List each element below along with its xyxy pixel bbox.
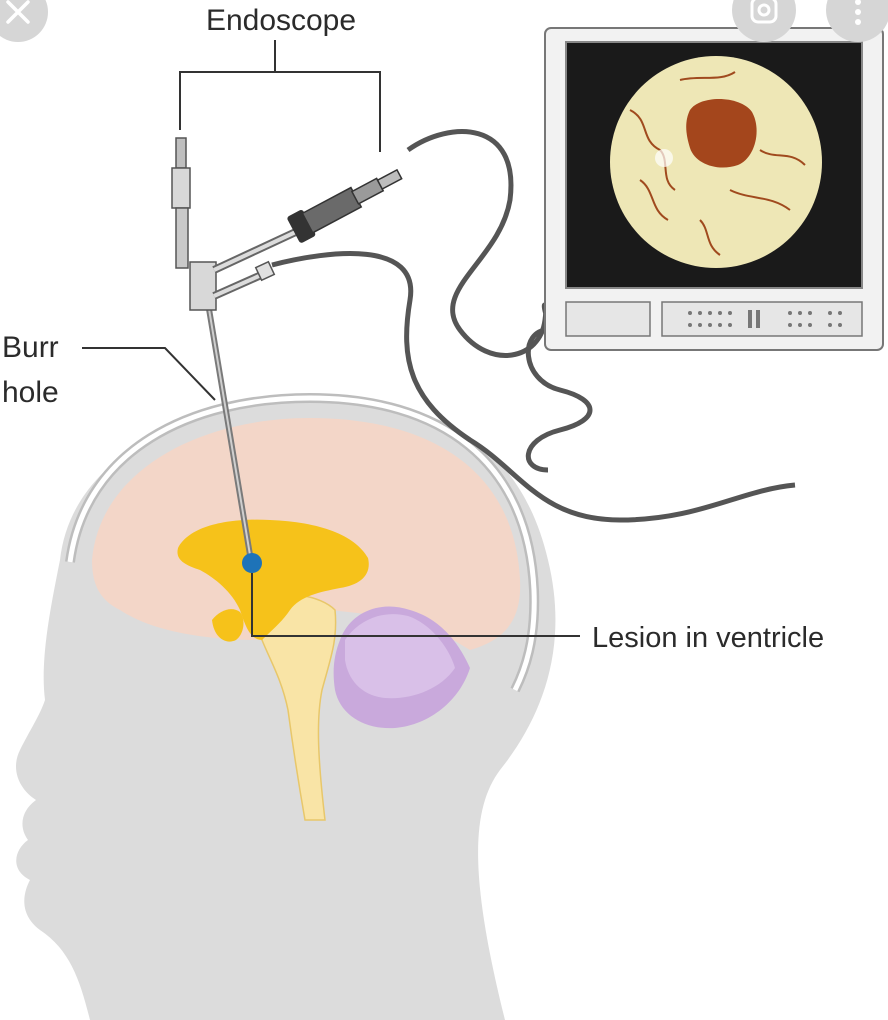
endoscope-body <box>171 137 403 311</box>
brainstem <box>261 594 337 821</box>
endoscope-label: Endoscope <box>206 4 356 37</box>
lesion-marker <box>242 553 262 573</box>
close-button[interactable] <box>0 0 48 42</box>
monitor <box>544 27 884 351</box>
lesion-label: Lesion in ventricle <box>592 622 824 654</box>
endoscope-bracket <box>179 40 381 152</box>
ventricle <box>177 519 369 640</box>
close-icon <box>6 0 30 24</box>
lesion-leader <box>251 573 580 637</box>
lens-button[interactable] <box>732 0 796 42</box>
lens-icon <box>750 0 778 24</box>
light-cable <box>271 251 796 523</box>
burr-hole-leader <box>82 347 216 401</box>
camera-cable <box>406 129 551 358</box>
burr-hole-label-line2: hole <box>2 376 59 409</box>
view-lesion <box>686 98 757 168</box>
more-vert-icon <box>855 0 861 25</box>
more-button[interactable] <box>826 0 888 42</box>
burr-hole-label-line1: Burr <box>2 331 59 364</box>
